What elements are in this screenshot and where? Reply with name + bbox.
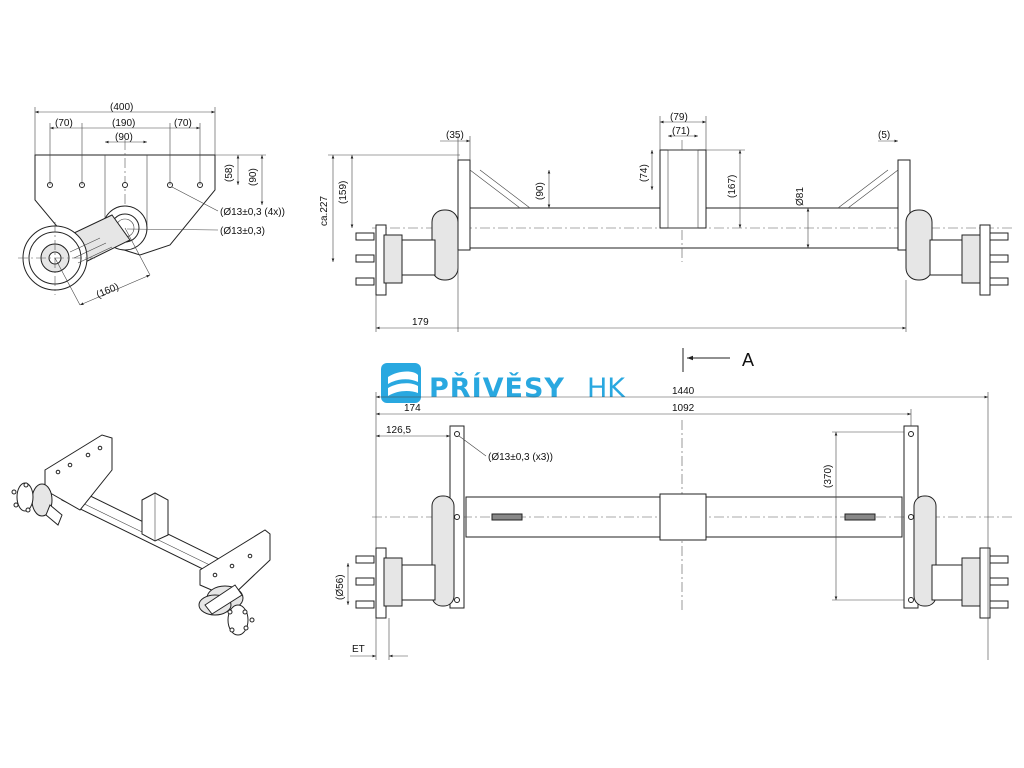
side-dim-h90: (90) (248, 168, 259, 186)
front-dim-offset: 179 (412, 317, 429, 328)
view-a-label: A (742, 350, 754, 370)
top-dim-h370: (370) (823, 465, 834, 488)
front-dim-h167: (167) (727, 175, 738, 198)
side-dim-middle: (190) (112, 118, 135, 129)
top-dim-d56: (Ø56) (335, 574, 346, 600)
front-dim-h74: (74) (639, 164, 650, 182)
isometric-view (11, 434, 271, 636)
front-dim-w5: (5) (878, 130, 890, 141)
front-dim-h159: (159) (338, 181, 349, 204)
front-dim-w71: (71) (672, 126, 690, 137)
side-dim-overall: (400) (110, 102, 133, 113)
logo-suffix: HK (587, 373, 626, 404)
front-dim-h227: ca.227 (319, 196, 330, 226)
front-dim-w79: (79) (670, 112, 688, 123)
side-callout-holes: (Ø13±0,3 (4x)) (220, 207, 285, 218)
side-dim-right: (70) (174, 118, 192, 129)
front-dim-w35: (35) (446, 130, 464, 141)
side-view: (400) (70) (190) (70) (90) (58) (90) (Ø1… (18, 102, 285, 306)
top-view: 1440 1092 174 126,5 (Ø13±0,3 (x3)) (370)… (335, 386, 1012, 660)
side-dim-h58: (58) (224, 164, 235, 182)
top-dim-inner: 1092 (672, 403, 695, 414)
top-dim-et: ET (352, 644, 365, 655)
side-dim-inner: (90) (115, 132, 133, 143)
front-dim-d81: Ø81 (795, 187, 806, 206)
top-dim-offset: 174 (404, 403, 421, 414)
front-view: ca.227 (159) (35) (90) (79) (71) (74) (1… (319, 112, 1012, 372)
side-dim-arm: (160) (95, 282, 121, 301)
top-callout-holes: (Ø13±0,3 (x3)) (488, 452, 553, 463)
top-dim-bracket: 126,5 (386, 425, 411, 436)
top-dim-overall: 1440 (672, 386, 695, 397)
front-dim-h90: (90) (535, 182, 546, 200)
logo-brand: PŘÍVĚSY (429, 372, 565, 404)
side-callout-hole: (Ø13±0,3) (220, 226, 265, 237)
side-dim-left: (70) (55, 118, 73, 129)
brand-logo: PŘÍVĚSY HK (381, 363, 626, 404)
